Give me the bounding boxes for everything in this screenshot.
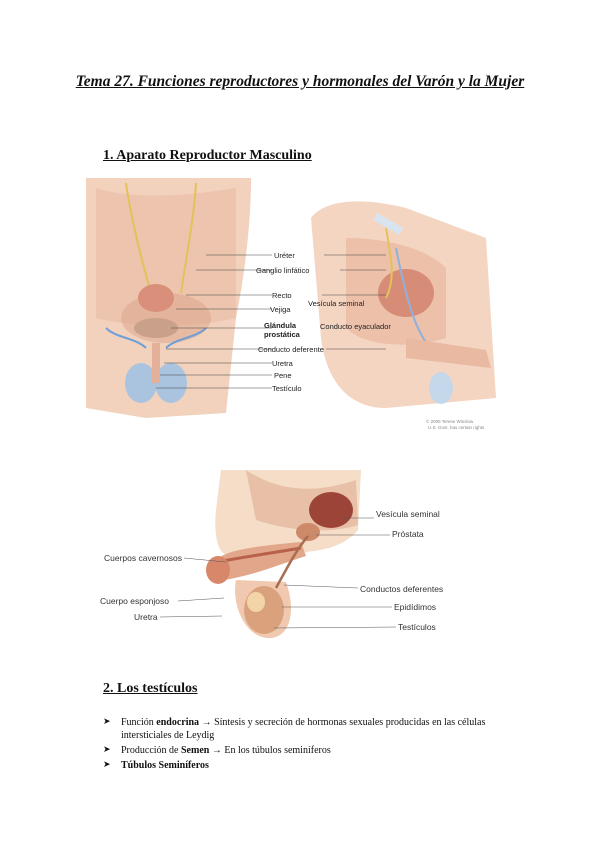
section-heading-testiculos: 2. Los testículos xyxy=(103,681,198,696)
label-conducto-eyaculador: Conducto eyaculador xyxy=(320,322,391,331)
section-heading-aparato: 1. Aparato Reproductor Masculino xyxy=(103,148,312,163)
page-title: Tema 27. Funciones reproductores y hormo… xyxy=(75,73,525,90)
label-testiculos: Testículos xyxy=(398,622,436,632)
figure-credit-rights: U.S. Govt. has certain rights xyxy=(428,425,485,430)
label-cuerpo-esponjoso: Cuerpo esponjoso xyxy=(100,596,169,606)
arrow-bullet-icon: ➤ xyxy=(103,717,111,727)
list-item: ➤ Función endocrina → Síntesis y secreci… xyxy=(103,716,523,742)
label-ureter: Uréter xyxy=(274,251,295,260)
bullet-rest: → Síntesis y secreción de hormonas sexua… xyxy=(121,717,486,741)
bullet-prefix: Producción de xyxy=(121,745,181,756)
label-cuerpos-cavernosos: Cuerpos cavernosos xyxy=(104,553,182,563)
label-conductos-deferentes: Conductos deferentes xyxy=(360,584,443,594)
list-item: ➤ Túbulos Seminíferos xyxy=(103,759,523,772)
label-conducto-deferente: Conducto deferente xyxy=(258,345,324,354)
label-vesicula-seminal: Vesícula seminal xyxy=(376,509,440,519)
arrow-bullet-icon: ➤ xyxy=(103,745,111,755)
label-prostata: Próstata xyxy=(392,529,424,539)
figure-credit: © 2005 Terese Winslow xyxy=(426,418,474,424)
bullet-bold: Túbulos Seminíferos xyxy=(121,760,209,771)
label-ganglio-linfatico: Ganglio linfático xyxy=(256,266,309,275)
label-prostatica: prostática xyxy=(264,330,301,339)
male-reproductive-anatomy-figure: Uréter Ganglio linfático Recto Vejiga Gl… xyxy=(86,178,496,430)
bullet-bold: endocrina xyxy=(156,717,200,728)
label-vejiga: Vejiga xyxy=(270,305,291,314)
label-testiculo: Testículo xyxy=(272,384,302,393)
male-sagittal-diagram: Vesícula seminal Próstata Conductos defe… xyxy=(100,470,443,639)
label-uretra: Uretra xyxy=(272,359,294,368)
label-pene: Pene xyxy=(274,371,292,380)
label-glandula: Glándula xyxy=(264,321,297,330)
testiculos-bullet-list: ➤ Función endocrina → Síntesis y secreci… xyxy=(103,716,523,774)
bullet-rest: → En los túbulos seminíferos xyxy=(209,745,331,756)
arrow-bullet-icon: ➤ xyxy=(103,760,111,770)
label-epididimos: Epidídimos xyxy=(394,602,436,612)
label-vesicula-seminal-side: Vesícula seminal xyxy=(308,299,365,308)
list-item: ➤ Producción de Semen → En los túbulos s… xyxy=(103,744,523,757)
label-recto: Recto xyxy=(272,291,292,300)
label-uretra-2: Uretra xyxy=(134,612,158,622)
bullet-bold: Semen xyxy=(181,745,210,756)
bullet-prefix: Función xyxy=(121,717,157,728)
